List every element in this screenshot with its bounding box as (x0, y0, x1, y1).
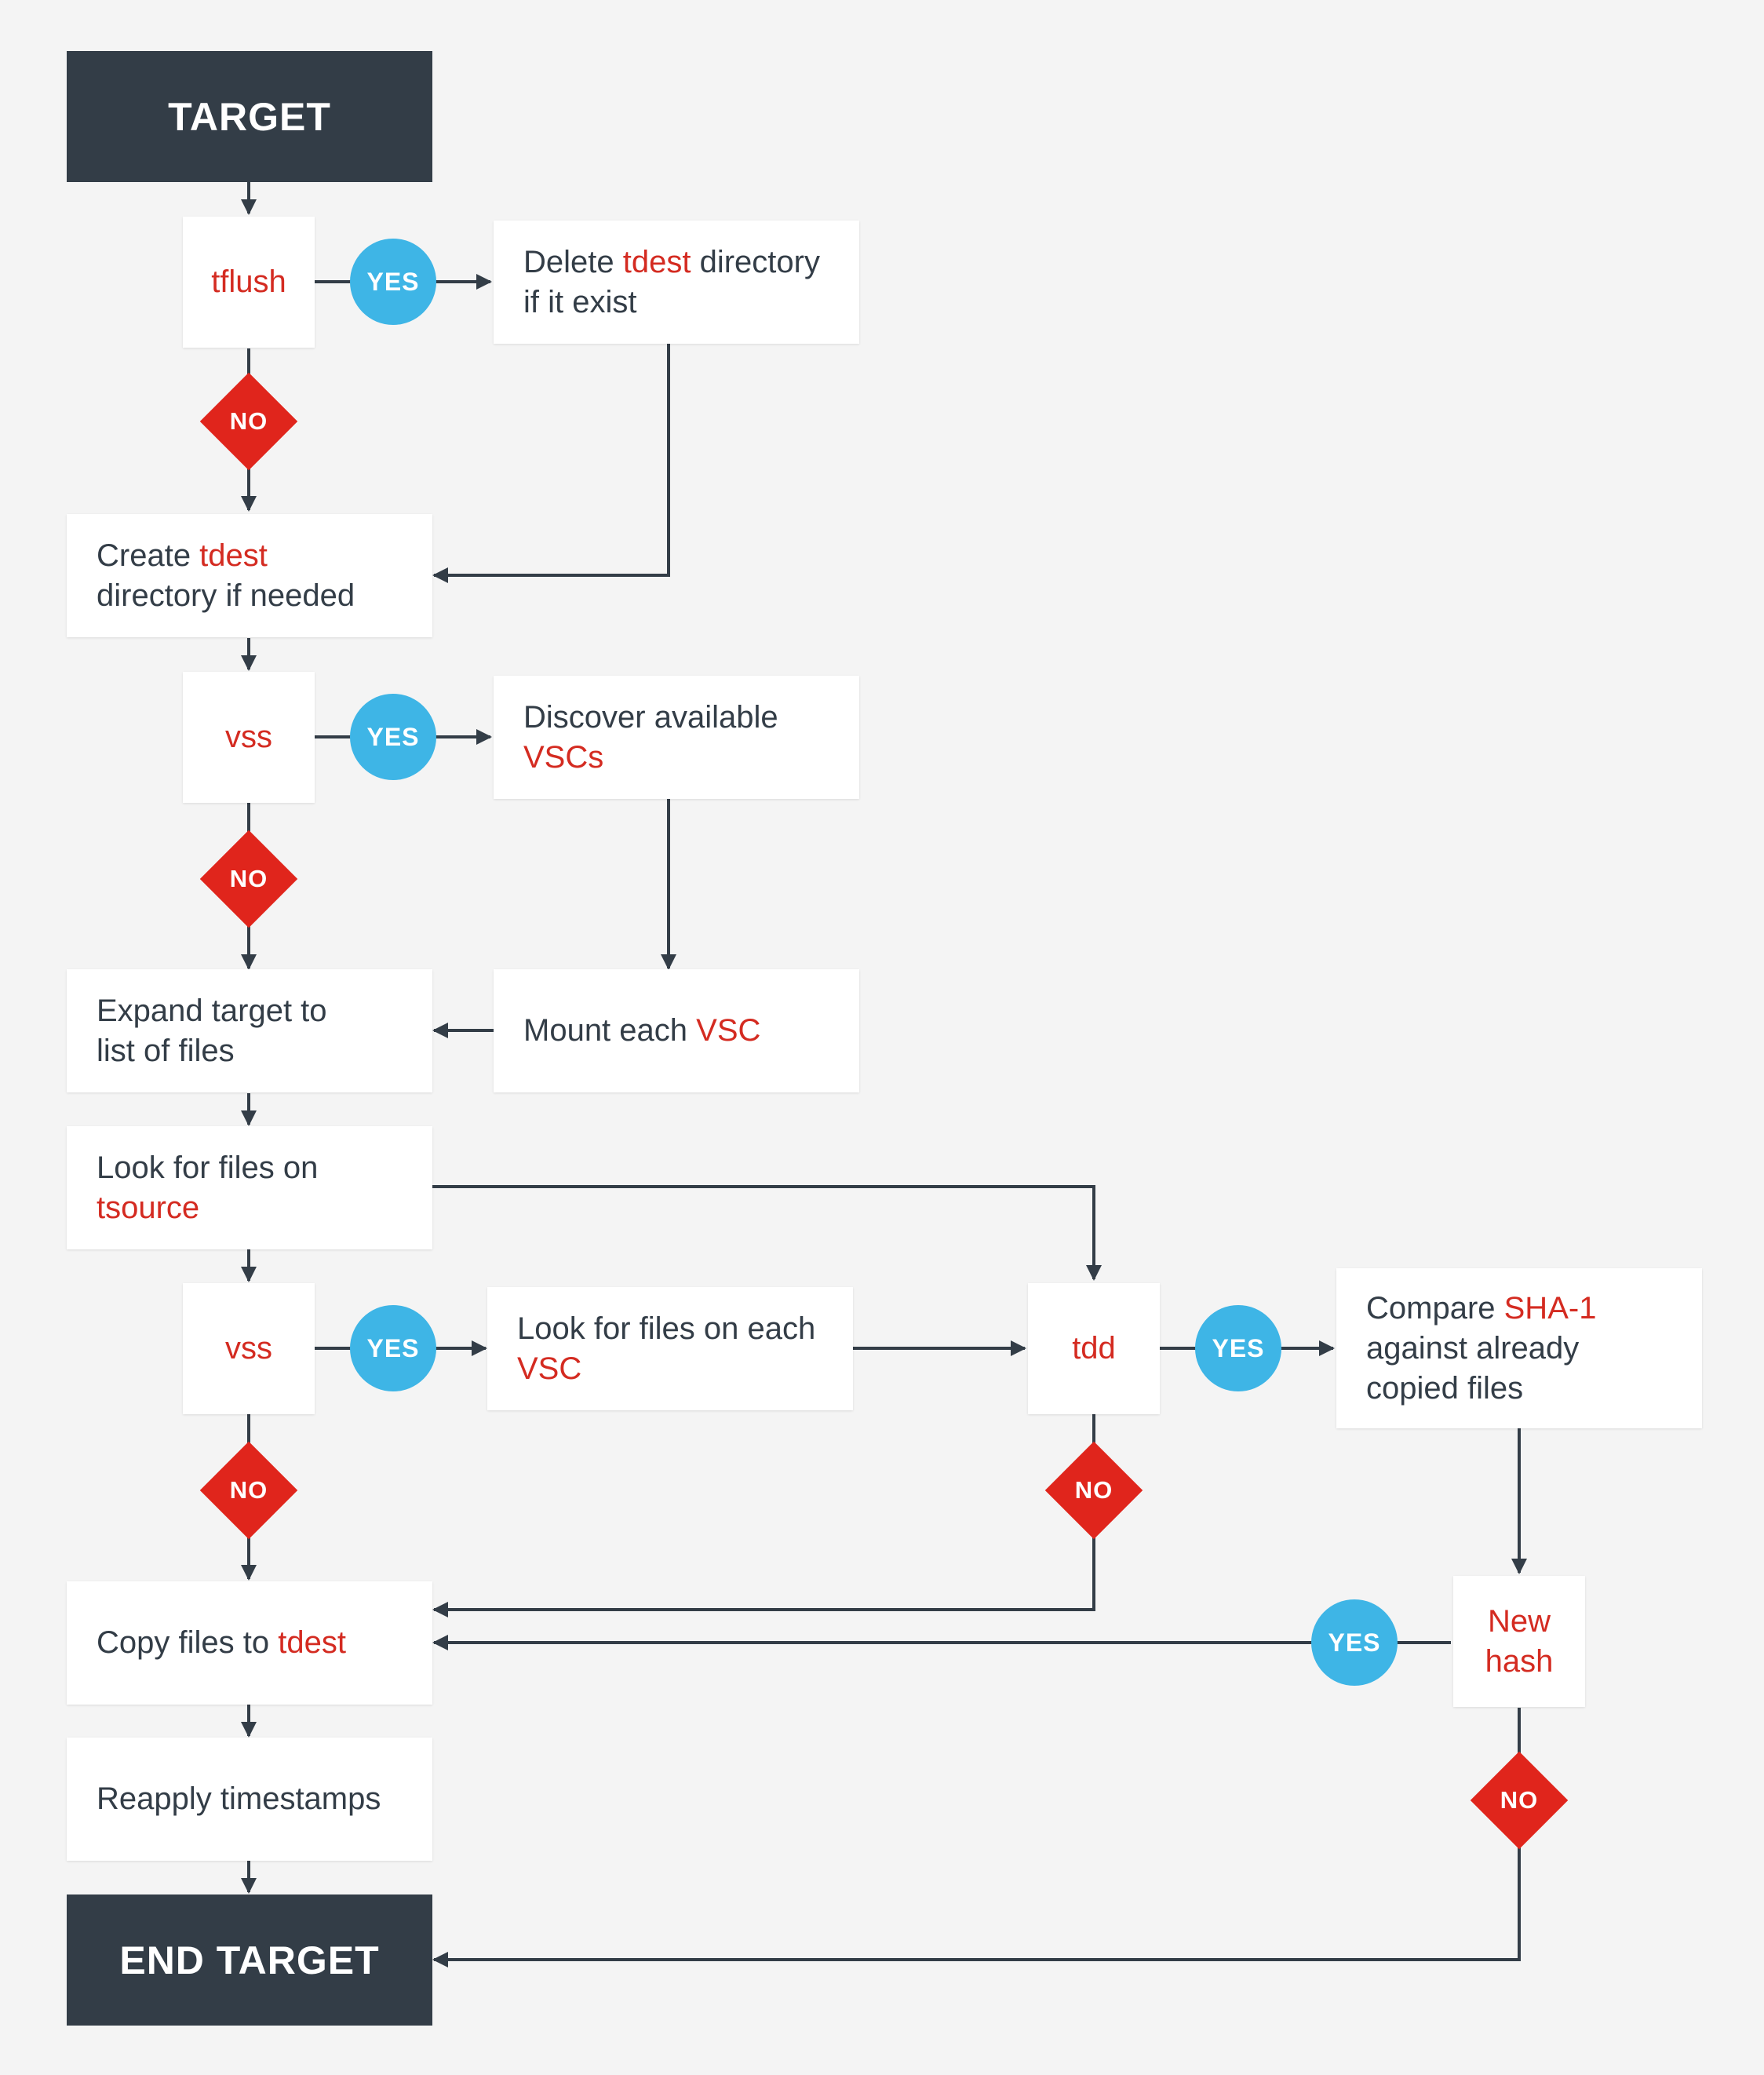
start-terminal-target: TARGET (67, 51, 432, 182)
vss-label: vss (225, 720, 272, 754)
yes-badge-vss1: YES (350, 694, 436, 780)
yes-badge-tflush: YES (350, 239, 436, 325)
no-label: NO (229, 407, 268, 435)
target-label: TARGET (168, 94, 331, 139)
discover-text: Discover available (523, 699, 778, 735)
mount-vsc-box: Mount each VSC (494, 969, 859, 1092)
delete-tdest-box: Delete tdest directory if it exist (494, 221, 859, 344)
yes-label: YES (1328, 1628, 1381, 1657)
new-hash-condition: New hash (1453, 1576, 1585, 1707)
vss-label: vss (225, 1331, 272, 1366)
expand-text-line2: list of files (97, 1033, 235, 1068)
look-each-text: Look for files on each (517, 1311, 816, 1346)
mount-text: Mount each (523, 1013, 697, 1048)
look-each-vsc-box: Look for files on each VSC (487, 1287, 853, 1410)
tdest-variable: tdest (622, 244, 691, 279)
delete-text: Delete (523, 244, 623, 279)
no-diamond-tdd: NO (1044, 1441, 1143, 1540)
compare-text: Compare (1366, 1290, 1504, 1326)
look-tsource-text: Look for files on (97, 1150, 319, 1185)
create-tdest-box: Create tdest directory if needed (67, 514, 432, 637)
delete-text-suffix: directory (691, 244, 820, 279)
no-diamond-vss2: NO (199, 1441, 298, 1540)
copy-files-box: Copy files to tdest (67, 1581, 432, 1705)
create-text: Create (97, 538, 200, 573)
expand-text: Expand target to (97, 993, 327, 1028)
tdest-variable: tdest (199, 538, 268, 573)
yes-label: YES (366, 722, 420, 751)
copy-text: Copy files to (97, 1625, 279, 1660)
tdd-label: tdd (1072, 1331, 1116, 1366)
no-label: NO (1500, 1786, 1539, 1814)
no-label: NO (229, 1476, 268, 1504)
vsc-variable: VSC (517, 1351, 582, 1386)
vss-condition-1: vss (183, 672, 315, 803)
compare-sha1-box: Compare SHA-1 against already copied fil… (1336, 1268, 1702, 1428)
yes-badge-tdd: YES (1195, 1305, 1281, 1391)
end-target-label: END TARGET (119, 1938, 380, 1982)
yes-label: YES (1212, 1333, 1265, 1362)
tflush-label: tflush (211, 264, 286, 299)
tdest-variable: tdest (278, 1625, 346, 1660)
vss-condition-2: vss (183, 1283, 315, 1414)
compare-text-line2: against already (1366, 1330, 1580, 1366)
no-label: NO (229, 865, 268, 892)
reapply-text: Reapply timestamps (97, 1781, 381, 1816)
no-diamond-vss1: NO (199, 830, 298, 928)
vsc-variable: VSC (696, 1013, 761, 1048)
expand-target-box: Expand target to list of files (67, 969, 432, 1092)
sha1-variable: SHA-1 (1503, 1290, 1597, 1326)
reapply-timestamps-box: Reapply timestamps (67, 1738, 432, 1861)
compare-text-line3: copied files (1366, 1370, 1524, 1406)
new-hash-text: New (1487, 1603, 1551, 1639)
yes-badge-new-hash: YES (1311, 1599, 1398, 1686)
tsource-variable: tsource (97, 1190, 200, 1225)
tdd-condition: tdd (1028, 1283, 1160, 1414)
yes-label: YES (366, 267, 420, 296)
tflush-condition: tflush (183, 217, 315, 348)
yes-label: YES (366, 1333, 420, 1362)
no-diamond-new-hash: NO (1470, 1751, 1569, 1850)
create-text-line2: directory if needed (97, 578, 355, 613)
look-tsource-box: Look for files on tsource (67, 1126, 432, 1249)
yes-badge-vss2: YES (350, 1305, 436, 1391)
vscs-variable: VSCs (523, 739, 604, 775)
end-terminal: END TARGET (67, 1894, 432, 2026)
no-diamond-tflush: NO (199, 372, 298, 471)
discover-vscs-box: Discover available VSCs (494, 676, 859, 799)
no-label: NO (1074, 1476, 1113, 1504)
new-hash-text-line2: hash (1485, 1643, 1554, 1679)
delete-text-line2: if it exist (523, 284, 637, 319)
